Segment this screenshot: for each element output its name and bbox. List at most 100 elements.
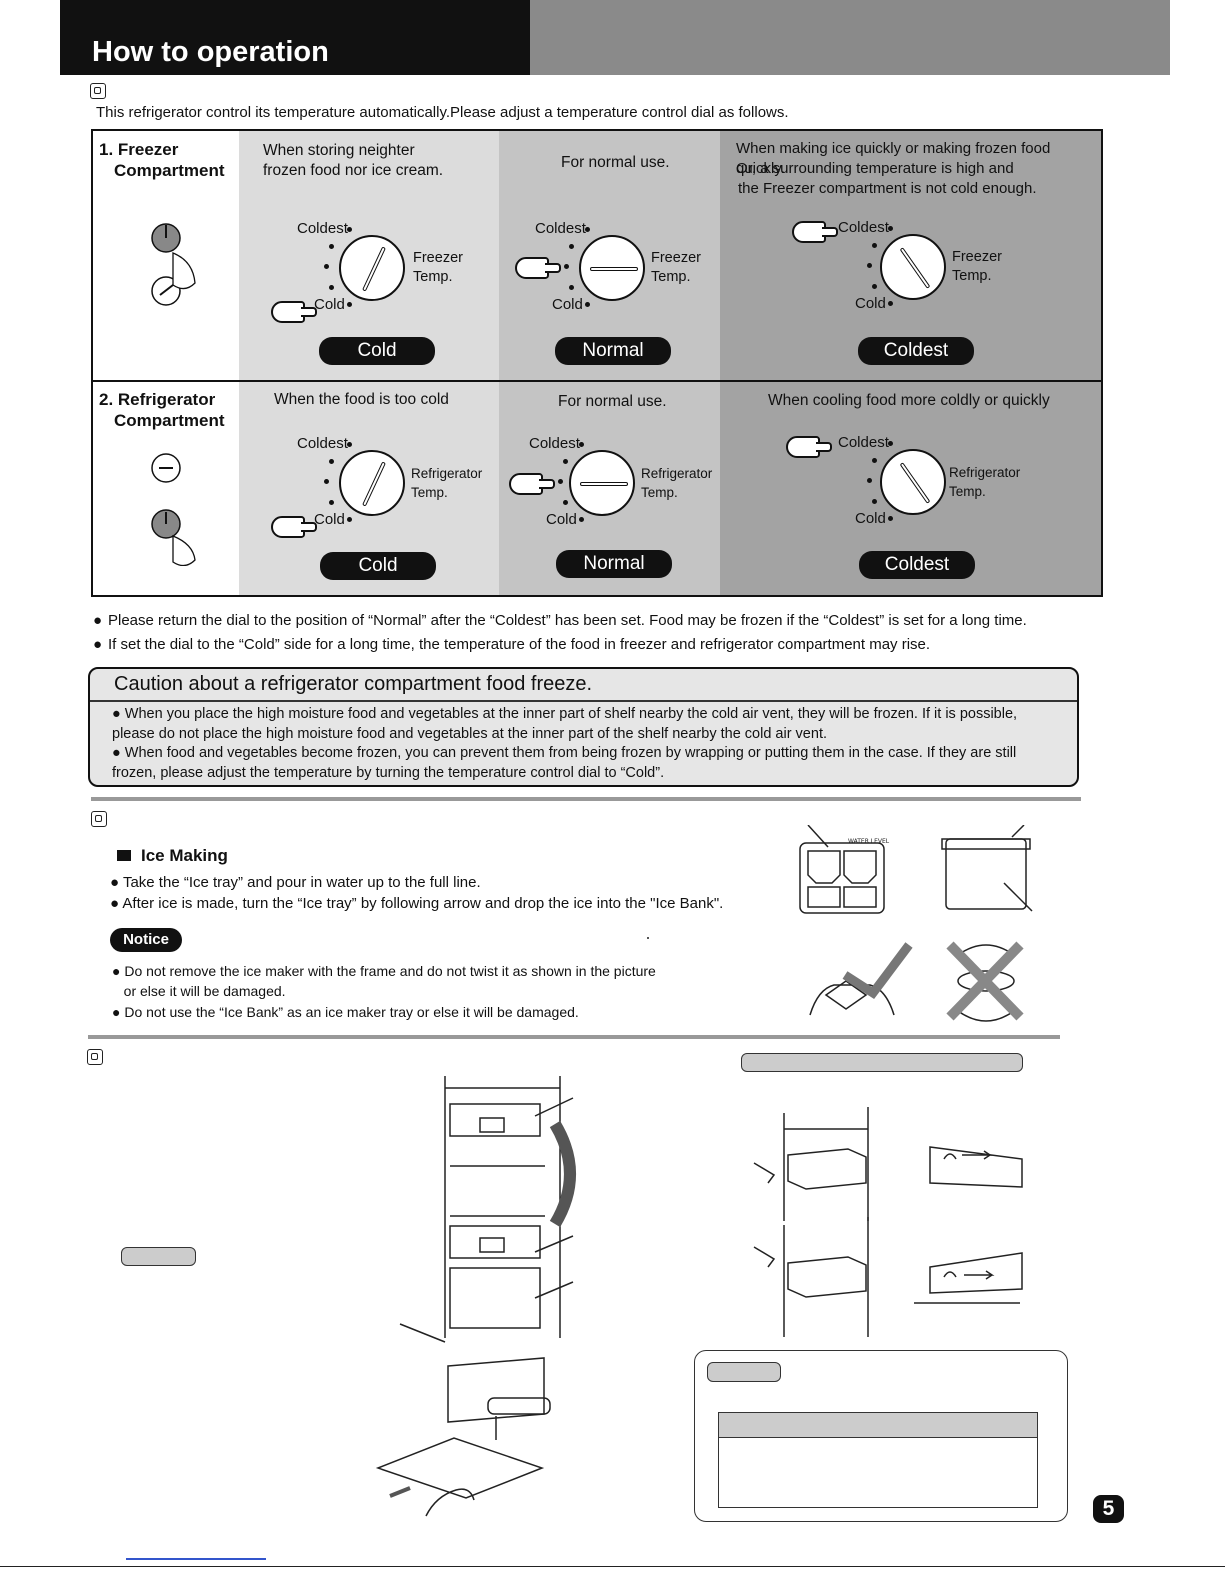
divider bbox=[88, 1035, 1060, 1039]
ice-tray-removal-diagram bbox=[375, 1357, 551, 1517]
section-icon bbox=[87, 1049, 103, 1065]
refrigerator-dial-diagram bbox=[151, 453, 196, 566]
setting-coldest-pill: Coldest bbox=[858, 337, 974, 365]
speck bbox=[647, 937, 649, 939]
pointing-hand-icon bbox=[271, 516, 317, 538]
freezer-cold-cell: When storing neighter frozen food nor ic… bbox=[239, 131, 499, 380]
dial-coldest-label: Coldest bbox=[297, 220, 348, 237]
dial-coldest-label: Coldest bbox=[838, 434, 889, 451]
refrigerator-normal-cell: For normal use. Coldest Cold Refrigerato… bbox=[499, 382, 720, 595]
setting-coldest-pill: Coldest bbox=[859, 551, 975, 579]
dial-cold-label: Cold bbox=[314, 296, 345, 313]
dial-coldest-label: Coldest bbox=[838, 219, 889, 236]
caution-item: ● When food and vegetables become frozen… bbox=[112, 745, 1017, 781]
notice-item: or else it will be damaged. bbox=[112, 983, 286, 999]
caution-title: Caution about a refrigerator compartment… bbox=[114, 673, 593, 695]
info-box-label bbox=[707, 1362, 781, 1382]
section-icon bbox=[90, 83, 106, 99]
refrigerator-dial-cold bbox=[339, 450, 405, 516]
freezer-dial-cold bbox=[339, 235, 405, 301]
refrigerator-coldest-cell: When cooling food more coldly or quickly… bbox=[720, 382, 1101, 595]
label-bar bbox=[121, 1247, 196, 1266]
freezer-coldest-desc-2: Or, a surrounding temperature is high an… bbox=[736, 160, 1014, 177]
freezer-dial-normal bbox=[579, 235, 645, 301]
refrigerator-temp-label: Refrigerator Temp. bbox=[411, 466, 483, 500]
freezer-temp-label: Freezer Temp. bbox=[952, 249, 1002, 284]
freezer-cold-desc-2: frozen food nor ice cream. bbox=[263, 162, 444, 179]
section-icon bbox=[91, 811, 107, 827]
refrigerator-dial-coldest bbox=[880, 449, 946, 515]
dial-coldest-label: Coldest bbox=[297, 435, 348, 452]
refrigerator-title-1: 2. Refrigerator bbox=[99, 390, 216, 409]
bottom-link-line bbox=[126, 1558, 266, 1560]
pointing-hand-icon bbox=[786, 436, 832, 458]
refrigerator-temp-label: Refrigerator Temp. bbox=[949, 465, 1021, 499]
freezer-coldest-cell: When making ice quickly or making frozen… bbox=[720, 131, 1101, 380]
note-2: If set the dial to the “Cold” side for a… bbox=[108, 636, 931, 653]
divider bbox=[91, 797, 1081, 801]
note-bullet: ● bbox=[93, 612, 103, 629]
refrigerator-normal-desc: For normal use. bbox=[558, 393, 667, 410]
freezer-normal-desc: For normal use. bbox=[561, 154, 670, 171]
pointing-hand-icon bbox=[792, 221, 838, 243]
freezer-dial-diagram bbox=[151, 223, 196, 306]
freezer-cold-desc-1: When storing neighter bbox=[263, 142, 415, 159]
dial-cold-label: Cold bbox=[314, 511, 345, 528]
temperature-table: 1. Freezer Compartment When storing neig… bbox=[91, 129, 1103, 597]
freezer-coldest-desc-1: When making ice quickly or making frozen… bbox=[736, 140, 1051, 177]
freezer-normal-cell: For normal use. Coldest Cold Freezer Tem… bbox=[499, 131, 720, 380]
dial-cold-label: Cold bbox=[546, 511, 577, 528]
pointing-hand-icon bbox=[515, 257, 561, 279]
freezer-title-2: Compartment bbox=[114, 161, 225, 180]
refrigerator-coldest-desc: When cooling food more coldly or quickly bbox=[768, 392, 1050, 409]
notice-item: ● Do not use the “Ice Bank” as an ice ma… bbox=[112, 1004, 579, 1020]
note-1: Please return the dial to the position o… bbox=[108, 612, 1027, 629]
refrigerator-temp-label: Refrigerator Temp. bbox=[641, 466, 713, 500]
dial-coldest-label: Coldest bbox=[535, 220, 586, 237]
refrigerator-interior-diagram bbox=[399, 1076, 576, 1343]
notice-item: ● Do not remove the ice maker with the f… bbox=[112, 963, 656, 979]
setting-cold-pill: Cold bbox=[319, 337, 435, 365]
ice-step-2: ● After ice is made, turn the “Ice tray”… bbox=[110, 895, 724, 912]
notice-badge: Notice bbox=[110, 928, 182, 952]
dial-cold-label: Cold bbox=[855, 295, 886, 312]
dial-cold-label: Cold bbox=[855, 510, 886, 527]
header-bar-gray bbox=[530, 0, 1170, 75]
pointing-hand-icon bbox=[271, 301, 317, 323]
freezer-coldest-desc-3: the Freezer compartment is not cold enou… bbox=[738, 180, 1037, 197]
page-number: 5 bbox=[1093, 1495, 1124, 1523]
page-title: How to operation bbox=[92, 36, 329, 68]
info-table bbox=[718, 1412, 1038, 1508]
ice-heading-text: Ice Making bbox=[141, 846, 228, 865]
bottom-border bbox=[0, 1566, 1225, 1567]
caution-item: ● When you place the high moisture food … bbox=[112, 706, 1018, 742]
info-table-header bbox=[719, 1413, 1037, 1438]
drawer-removal-diagrams bbox=[753, 1107, 1023, 1337]
info-box bbox=[694, 1350, 1068, 1522]
intro-text: This refrigerator control its temperatur… bbox=[96, 104, 789, 121]
dial-cold-label: Cold bbox=[552, 296, 583, 313]
setting-cold-pill: Cold bbox=[320, 552, 436, 580]
refrigerator-title-2: Compartment bbox=[114, 411, 225, 430]
ice-illustrations: WATER LEVEL bbox=[799, 825, 1033, 1022]
freezer-label-cell: 1. Freezer Compartment bbox=[93, 131, 239, 380]
refrigerator-cold-desc: When the food is too cold bbox=[274, 391, 449, 408]
section-label-bar bbox=[741, 1053, 1023, 1072]
freezer-temp-label: Freezer Temp. bbox=[413, 250, 463, 285]
freezer-title-1: 1. Freezer bbox=[99, 140, 179, 159]
refrigerator-cold-cell: When the food is too cold Coldest Cold R… bbox=[239, 382, 499, 595]
note-bullet: ● bbox=[93, 636, 103, 653]
freezer-dial-coldest bbox=[880, 234, 946, 300]
setting-normal-pill: Normal bbox=[555, 337, 671, 365]
freezer-temp-label: Freezer Temp. bbox=[651, 250, 701, 285]
ice-heading: Ice Making bbox=[117, 846, 228, 866]
pointing-hand-icon bbox=[509, 473, 555, 495]
ice-step-1: ● Take the “Ice tray” and pour in water … bbox=[110, 874, 481, 891]
caution-text: ● When you place the high moisture food … bbox=[112, 705, 1062, 783]
setting-normal-pill: Normal bbox=[556, 550, 672, 578]
dial-coldest-label: Coldest bbox=[529, 435, 580, 452]
header-bar bbox=[60, 0, 530, 75]
refrigerator-dial-normal bbox=[569, 450, 635, 516]
water-level-text: WATER LEVEL bbox=[848, 838, 890, 845]
refrigerator-label-cell: 2. Refrigerator Compartment bbox=[93, 382, 239, 595]
